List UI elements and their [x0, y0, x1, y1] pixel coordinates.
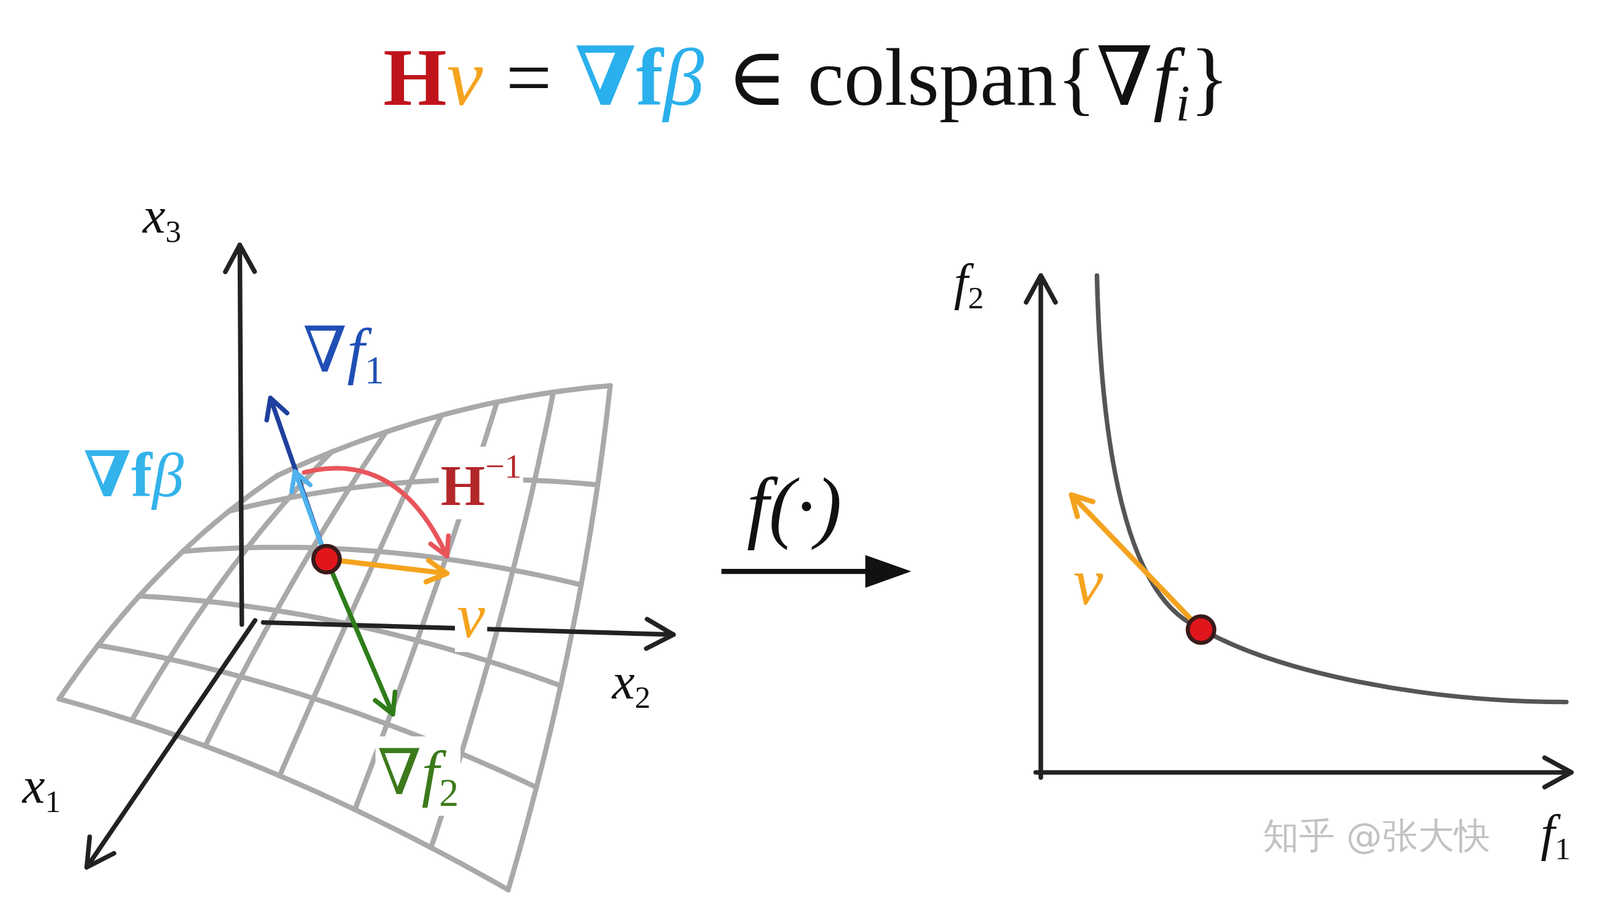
grad-f1-vector: [266, 397, 327, 560]
equation: f: [1153, 32, 1177, 123]
vector-label: f: [421, 737, 439, 809]
vector-label: ∇: [377, 737, 422, 809]
vector-label: v: [1073, 544, 1103, 619]
vector-label-group: v: [454, 579, 487, 653]
x3-axis: [225, 245, 255, 625]
axis-label: 2: [634, 680, 651, 715]
watermark: 知乎 @张大快: [1262, 815, 1491, 858]
vector-label: 2: [438, 771, 459, 815]
pareto-curve: [1096, 275, 1566, 703]
axis-label-group: x1: [20, 757, 63, 821]
mapping-label: f(·): [746, 462, 842, 551]
vector-label-group: ∇fβ: [81, 438, 186, 512]
equation: β: [663, 32, 705, 123]
surface-grid-line: [98, 645, 537, 788]
equation: v: [446, 32, 483, 123]
axis-label-group: f1: [1538, 804, 1573, 868]
point-dot: [1187, 616, 1215, 643]
axis-label: 3: [165, 214, 181, 249]
surface-grid-line: [508, 386, 611, 891]
axis-label-group: x2: [610, 652, 653, 717]
h-inverse-curve: [304, 468, 447, 557]
axis-label-group: x3: [140, 186, 184, 251]
surface-grid-line: [430, 392, 553, 848]
v-vector: [326, 559, 447, 583]
vector-label: f: [346, 315, 365, 386]
h-inverse-arrowhead: [430, 536, 449, 557]
equation: =: [505, 32, 552, 123]
mapping-arrow: [721, 569, 878, 575]
equation: H: [383, 32, 447, 123]
vector-label: v: [456, 580, 485, 652]
mapping-label-group: f(·): [744, 461, 844, 553]
vector-label: ∇: [302, 315, 347, 386]
point-dot: [313, 546, 341, 573]
axis-label: 2: [968, 280, 984, 316]
equation-group: Hv=∇fβ∈ colspan{∇fi}: [381, 30, 1232, 133]
f2-axis: [1025, 275, 1056, 778]
f1-axis: [1035, 757, 1572, 787]
vector-label-group: v: [1071, 543, 1105, 621]
operator-label: −1: [485, 447, 522, 486]
axis-label: x: [142, 187, 166, 244]
axis-label: f: [1540, 804, 1555, 862]
axis-label-group: f2: [952, 253, 986, 317]
vector-label: ∇f: [83, 440, 153, 511]
surface-grid-line: [205, 431, 387, 747]
surface-grid-line: [58, 699, 508, 891]
axis-label: x: [22, 757, 45, 815]
equation: }: [1189, 32, 1229, 123]
axis-label: 1: [1554, 831, 1571, 867]
x1-axis: [86, 620, 256, 868]
vector-label: 1: [364, 348, 385, 393]
axis-label: x: [611, 653, 635, 711]
grad-f2-vector: [326, 559, 395, 715]
watermark-group: 知乎 @张大快: [1261, 816, 1493, 858]
v-tangent-vector: [1071, 495, 1200, 629]
vector-label-group: ∇f2: [375, 736, 461, 817]
operator-label-group: H−1: [438, 446, 524, 520]
mapping-arrowhead: [865, 555, 912, 589]
equation: i: [1175, 75, 1190, 132]
axis-label: 1: [44, 784, 61, 820]
vector-label: β: [152, 440, 184, 511]
equation: ∇f: [574, 32, 664, 123]
axis-label: f: [953, 253, 969, 311]
operator-label: H: [440, 454, 486, 518]
vector-label-group: ∇f1: [301, 314, 387, 394]
equation: ∈ colspan{∇: [726, 32, 1154, 123]
